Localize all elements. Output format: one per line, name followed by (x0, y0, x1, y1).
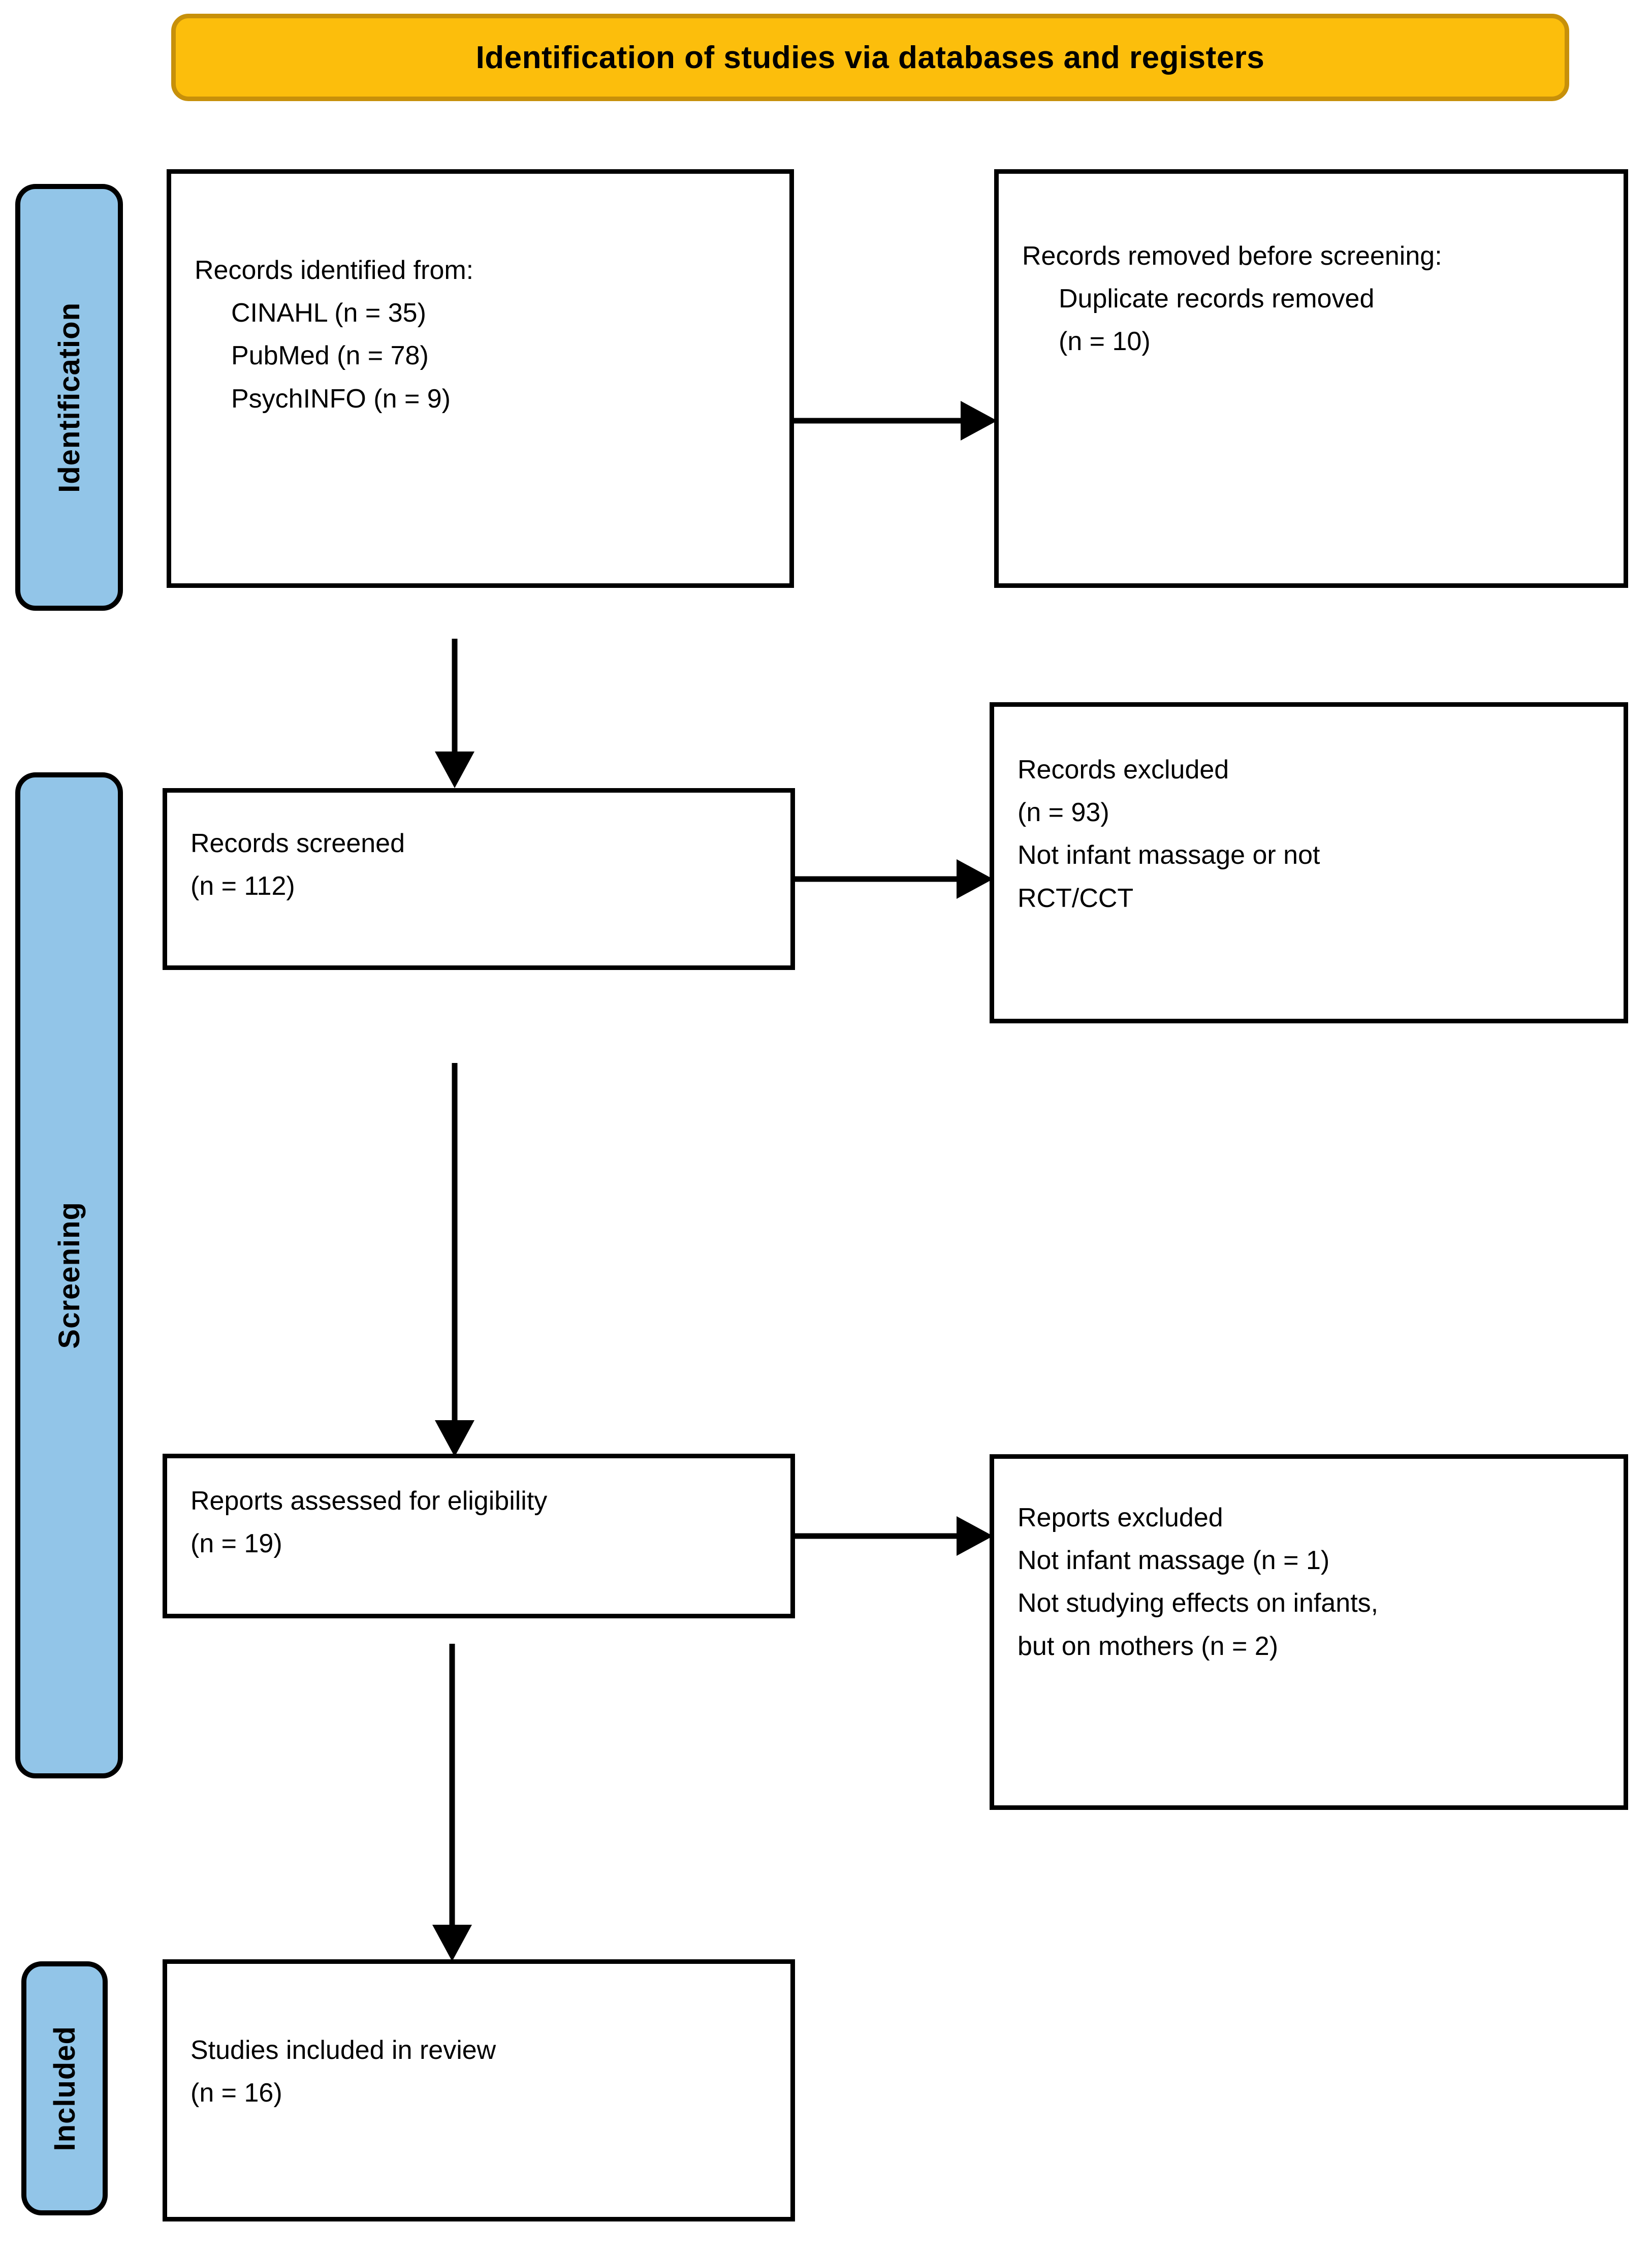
reports-excluded-reason-2-line-1: Not studying effects on infants, (1018, 1588, 1379, 1618)
box-studies-included: Studies included in review (n = 16) (163, 1959, 795, 2221)
arrow-right-eligibility-to-reports-excluded (795, 1516, 993, 1556)
stage-tab-screening: Screening (15, 772, 123, 1778)
records-identified-source-cinahl: CINAHL (n = 35) (231, 298, 426, 328)
arrow-right-screened-to-excluded (795, 859, 993, 899)
reports-excluded-reason-2-line-2: but on mothers (n = 2) (1018, 1631, 1279, 1661)
box-records-removed: Records removed before screening: Duplic… (994, 169, 1628, 588)
arrow-shaft (452, 1063, 458, 1421)
records-screened-heading: Records screened (190, 829, 405, 858)
arrow-down-identified-to-screened (432, 639, 478, 788)
records-excluded-count: (n = 93) (1018, 798, 1109, 828)
diagram-header-banner: Identification of studies via databases … (171, 14, 1569, 101)
arrow-shaft (795, 876, 958, 882)
reports-excluded-heading: Reports excluded (1018, 1503, 1223, 1532)
records-screened-count: (n = 112) (190, 871, 295, 901)
box-records-screened: Records screened (n = 112) (163, 788, 795, 970)
records-excluded-reason-line-2: RCT/CCT (1018, 883, 1134, 913)
stage-tab-identification-label: Identification (52, 302, 86, 493)
records-removed-duplicates: Duplicate records removed (1059, 284, 1375, 314)
arrow-head-down-icon (435, 1420, 474, 1457)
diagram-title: Identification of studies via databases … (475, 40, 1265, 75)
arrow-head-right-icon (957, 859, 993, 899)
records-excluded-reason-line-1: Not infant massage or not (1018, 840, 1320, 870)
records-excluded-heading: Records excluded (1018, 755, 1229, 785)
stage-tab-included: Included (21, 1961, 108, 2215)
records-identified-source-pubmed: PubMed (n = 78) (231, 341, 429, 371)
records-removed-heading: Records removed before screening: (1022, 241, 1442, 271)
box-reports-assessed-eligibility: Reports assessed for eligibility (n = 19… (163, 1454, 795, 1618)
studies-included-count: (n = 16) (190, 2078, 282, 2108)
studies-included-heading: Studies included in review (190, 2036, 496, 2065)
arrow-down-screened-to-eligibility (432, 1063, 478, 1457)
arrow-down-eligibility-to-included (429, 1644, 475, 1961)
arrow-head-down-icon (435, 752, 474, 788)
arrow-shaft (794, 418, 962, 424)
box-reports-excluded: Reports excluded Not infant massage (n =… (990, 1454, 1628, 1810)
records-removed-duplicates-count: (n = 10) (1059, 327, 1151, 357)
records-identified-source-psychinfo: PsychINFO (n = 9) (231, 384, 451, 414)
arrow-shaft (449, 1644, 455, 1926)
arrow-head-down-icon (432, 1925, 472, 1961)
box-records-excluded: Records excluded (n = 93) Not infant mas… (990, 702, 1628, 1023)
records-identified-heading: Records identified from: (195, 256, 474, 285)
stage-tab-included-label: Included (48, 2025, 81, 2151)
reports-assessed-count: (n = 19) (190, 1529, 282, 1559)
arrow-right-identified-to-removed (794, 400, 997, 441)
arrow-shaft (795, 1533, 958, 1539)
reports-excluded-reason-1: Not infant massage (n = 1) (1018, 1546, 1330, 1576)
arrow-shaft (452, 639, 458, 753)
reports-assessed-heading: Reports assessed for eligibility (190, 1486, 548, 1516)
box-records-identified: Records identified from: CINAHL (n = 35)… (167, 169, 794, 588)
stage-tab-identification: Identification (15, 184, 123, 611)
stage-tab-screening-label: Screening (52, 1202, 86, 1349)
arrow-head-right-icon (957, 1516, 993, 1556)
arrow-head-right-icon (961, 401, 997, 441)
